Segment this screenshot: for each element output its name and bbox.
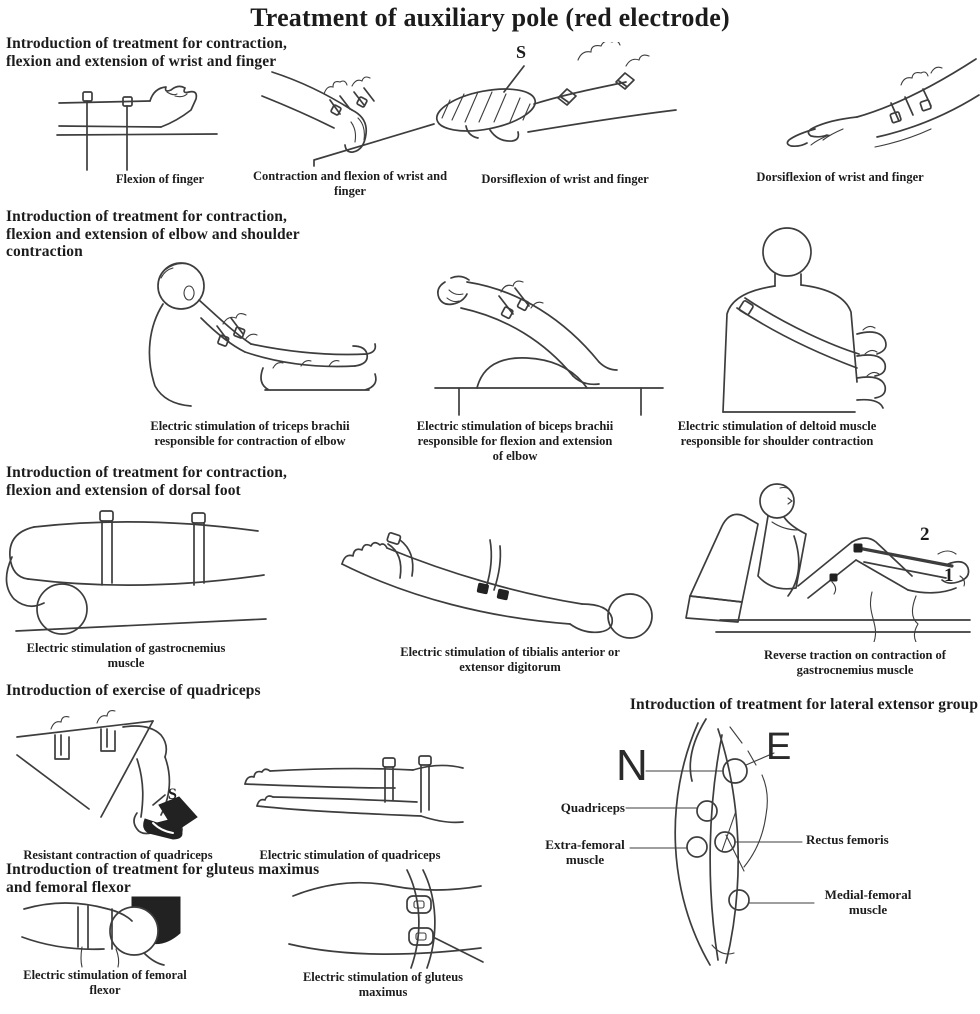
- figure-contraction-flexion-wrist: [258, 66, 440, 168]
- page-title: Treatment of auxiliary pole (red electro…: [250, 3, 730, 32]
- biceps-stimulation-illustration: [434, 275, 664, 416]
- flexion-of-finger-illustration: [56, 85, 218, 171]
- caption-reverse-traction: Reverse traction on contraction of gastr…: [764, 648, 946, 677]
- figure-flexion-of-finger: [55, 80, 255, 172]
- diagram-label-extra-femoral: Extra-femoral muscle: [545, 837, 625, 867]
- triceps-stimulation-illustration: [148, 262, 377, 407]
- figure-tibialis-stimulation: [330, 528, 665, 642]
- section-heading-elbow-shoulder: Introduction of treatment for contractio…: [6, 208, 300, 261]
- diagram-label-rectus-femoris: Rectus femoris: [806, 832, 889, 847]
- resistant-contraction-illustration: [16, 710, 198, 840]
- dorsiflexion-sandbag-illustration: [435, 42, 677, 142]
- caption-gastrocnemius-stimulation: Electric stimulation of gastrocnemius mu…: [26, 641, 226, 670]
- figure-gastrocnemius-stimulation: [0, 505, 270, 639]
- caption-femoral-flexor: Electric stimulation of femoral flexor: [23, 968, 187, 997]
- tibialis-stimulation-illustration: [341, 532, 653, 639]
- caption-contraction-flexion-wrist: Contraction and flexion of wrist and fin…: [252, 169, 448, 198]
- figure-deltoid-stimulation: [675, 222, 907, 418]
- section-heading-wrist-finger: Introduction of treatment for contractio…: [6, 35, 288, 70]
- diagram-letter-e: E: [766, 726, 792, 768]
- diagram-letter-n: N: [616, 741, 648, 790]
- figure-femoral-flexor: [20, 893, 205, 969]
- lateral-extensor-diagram-illustration: [625, 718, 815, 966]
- caption-triceps-stimulation: Electric stimulation of triceps brachii …: [150, 419, 350, 448]
- diagram-label-quadriceps: Quadriceps: [560, 800, 625, 815]
- caption-biceps-stimulation: Electric stimulation of biceps brachii r…: [416, 419, 614, 463]
- caption-flexion-of-finger: Flexion of finger: [115, 172, 205, 186]
- figure-triceps-stimulation: [105, 248, 405, 416]
- caption-deltoid-stimulation: Electric stimulation of deltoid muscle r…: [677, 419, 877, 448]
- dorsiflexion-wrist-illustration: [786, 58, 980, 148]
- gastrocnemius-stimulation-illustration: [5, 510, 267, 635]
- sandbag-annotation-s: S: [516, 42, 527, 62]
- reverse-traction-illustration: [685, 483, 971, 642]
- section-heading-quadriceps: Introduction of exercise of quadriceps: [6, 682, 261, 699]
- caption-dorsiflexion-sandbag: Dorsiflexion of wrist and finger: [481, 172, 649, 186]
- caption-dorsiflexion-wrist: Dorsiflexion of wrist and finger: [756, 170, 924, 184]
- diagram-label-medial-femoral: Medial-femoral muscle: [824, 887, 912, 917]
- contraction-flexion-wrist-illustration: [261, 71, 435, 167]
- figure-resistant-contraction: [15, 705, 227, 845]
- traction-annotation-1: 1: [944, 565, 954, 586]
- figure-dorsiflexion-sandbag: [430, 42, 678, 168]
- figure-dorsiflexion-wrist: [695, 55, 980, 167]
- traction-annotation-2: 2: [920, 524, 930, 545]
- caption-quadriceps-stimulation: Electric stimulation of quadriceps: [259, 848, 441, 862]
- section-heading-lateral-extensor: Introduction of treatment for lateral ex…: [629, 696, 979, 713]
- resistant-annotation-s: S: [168, 786, 177, 803]
- figure-quadriceps-stimulation: [235, 742, 465, 842]
- section-heading-dorsal-foot: Introduction of treatment for contractio…: [6, 464, 288, 499]
- quadriceps-stimulation-illustration: [244, 755, 464, 824]
- caption-gluteus-maximus: Electric stimulation of gluteus maximus: [302, 970, 464, 999]
- femoral-flexor-illustration: [21, 896, 181, 968]
- deltoid-stimulation-illustration: [722, 227, 887, 413]
- figure-lateral-extensor-diagram: [540, 715, 980, 970]
- caption-resistant-contraction: Resistant contraction of quadriceps: [23, 848, 213, 862]
- figure-reverse-traction: [680, 468, 980, 642]
- gluteus-maximus-illustration: [288, 869, 484, 969]
- caption-tibialis-stimulation: Electric stimulation of tibialis anterio…: [400, 645, 620, 674]
- figure-gluteus-maximus: [285, 868, 485, 970]
- figure-biceps-stimulation: [415, 268, 675, 418]
- section-heading-gluteus-femoral: Introduction of treatment for gluteus ma…: [6, 861, 320, 896]
